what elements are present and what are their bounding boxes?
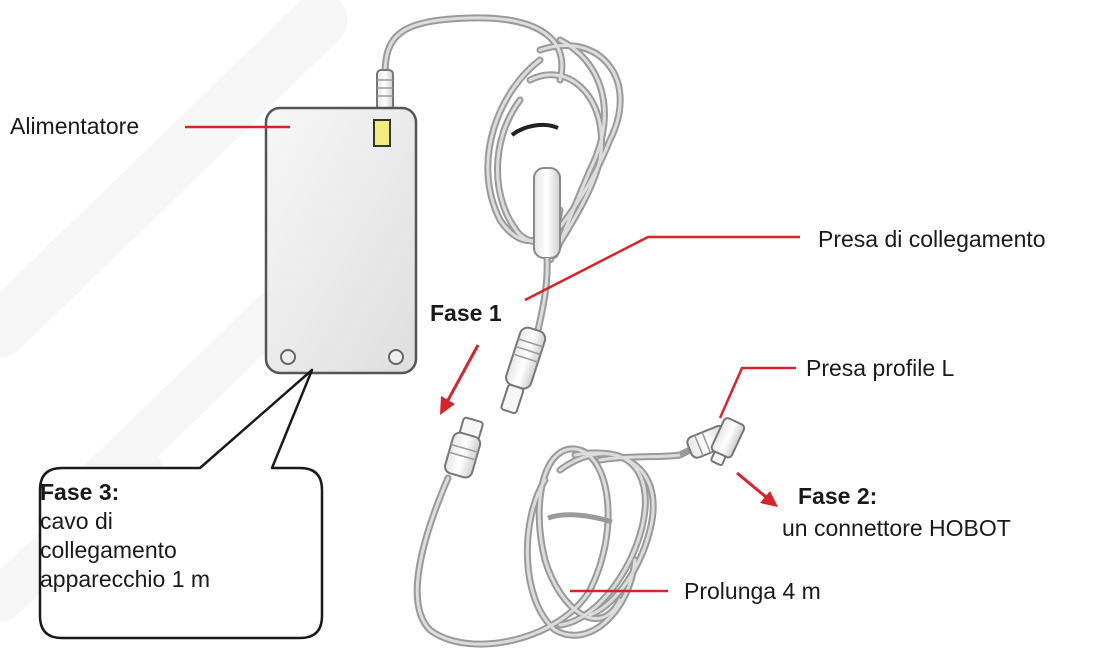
- leader-presa-collegamento: [524, 235, 800, 302]
- power-supply: [264, 106, 418, 375]
- label-presa-collegamento: Presa di collegamento: [818, 226, 1046, 252]
- label-alimentatore: Alimentatore: [10, 113, 140, 139]
- screw-left: [280, 349, 296, 365]
- label-fase3-line2: collegamento: [40, 537, 177, 563]
- extension-cable-inner: [415, 447, 682, 646]
- screw-right: [388, 349, 404, 365]
- led-indicator: [373, 119, 391, 147]
- label-fase3-line1: cavo di: [40, 508, 113, 534]
- cable-tie-upper: [510, 122, 559, 137]
- label-presa-profile-l: Presa profile L: [806, 355, 955, 381]
- l-shaped-plug: [678, 417, 746, 467]
- leader-presa-profile-l: [718, 366, 796, 419]
- arrow-fase1: [440, 344, 480, 415]
- fase3-bubble: [38, 368, 324, 640]
- label-fase2-title: Fase 2:: [798, 483, 878, 509]
- ferrite-bead: [533, 167, 561, 259]
- label-fase2-text: un connettore HOBOT: [782, 515, 1011, 541]
- label-prolunga: Prolunga 4 m: [684, 578, 821, 604]
- leader-lines: [185, 125, 800, 593]
- cable-tie-lower: [547, 512, 613, 525]
- label-fase1: Fase 1: [430, 300, 502, 326]
- fase3-text: Fase 3: cavo di collegamento apparecchio…: [40, 478, 210, 594]
- label-fase3-line3: apparecchio 1 m: [40, 566, 211, 592]
- extension-socket: [443, 416, 484, 479]
- label-fase3-title: Fase 3:: [40, 479, 120, 505]
- connector-plug: [500, 326, 547, 415]
- arrow-fase2: [736, 471, 778, 507]
- strain-relief: [376, 69, 394, 111]
